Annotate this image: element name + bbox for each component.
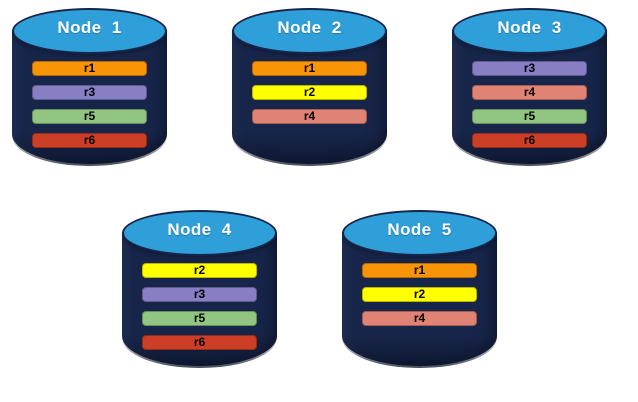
replica-bar[interactable]: r2 xyxy=(362,287,477,302)
replica-bar[interactable]: r3 xyxy=(32,85,147,100)
database-node-cylinder[interactable]: Node 1 r1 r3 r5 r6 xyxy=(12,8,167,186)
replica-list: r1 r2 r4 xyxy=(252,61,367,124)
node-title-label: Node 3 xyxy=(497,18,562,37)
replica-list: r1 r3 r5 r6 xyxy=(32,61,147,148)
cylinder-top-ellipse xyxy=(122,210,277,256)
replica-list: r1 r2 r4 xyxy=(362,263,477,326)
database-node-cylinder[interactable]: Node 2 r1 r2 r4 xyxy=(232,8,387,186)
node-title-label: Node 5 xyxy=(387,220,452,239)
replica-bar[interactable]: r4 xyxy=(362,311,477,326)
replica-bar[interactable]: r6 xyxy=(142,335,257,350)
replica-bar[interactable]: r1 xyxy=(32,61,147,76)
node-title-label: Node 1 xyxy=(57,18,122,37)
replica-bar[interactable]: r5 xyxy=(472,109,587,124)
replica-bar[interactable]: r2 xyxy=(252,85,367,100)
cylinder-bottom-shadow xyxy=(342,334,497,368)
replica-list: r2 r3 r5 r6 xyxy=(142,263,257,350)
replica-bar[interactable]: r3 xyxy=(142,287,257,302)
replica-bar[interactable]: r2 xyxy=(142,263,257,278)
replica-list: r3 r4 r5 r6 xyxy=(472,61,587,148)
cylinder-top-ellipse xyxy=(452,8,607,54)
database-node-cylinder[interactable]: Node 4 r2 r3 r5 r6 xyxy=(122,210,277,388)
replica-bar[interactable]: r1 xyxy=(252,61,367,76)
cylinder-top-ellipse xyxy=(12,8,167,54)
replica-bar[interactable]: r3 xyxy=(472,61,587,76)
cylinder-top-ellipse xyxy=(342,210,497,256)
replica-bar[interactable]: r5 xyxy=(142,311,257,326)
cylinder-bottom-shadow xyxy=(232,132,387,166)
replica-bar[interactable]: r4 xyxy=(252,109,367,124)
replica-bar[interactable]: r1 xyxy=(362,263,477,278)
node-title-label: Node 2 xyxy=(277,18,342,37)
database-node-cylinder[interactable]: Node 3 r3 r4 r5 r6 xyxy=(452,8,607,186)
replica-bar[interactable]: r5 xyxy=(32,109,147,124)
cylinder-top-ellipse xyxy=(232,8,387,54)
node-title-label: Node 4 xyxy=(167,220,232,239)
replica-bar[interactable]: r6 xyxy=(32,133,147,148)
replica-bar[interactable]: r4 xyxy=(472,85,587,100)
database-node-cylinder[interactable]: Node 5 r1 r2 r4 xyxy=(342,210,497,388)
replica-bar[interactable]: r6 xyxy=(472,133,587,148)
